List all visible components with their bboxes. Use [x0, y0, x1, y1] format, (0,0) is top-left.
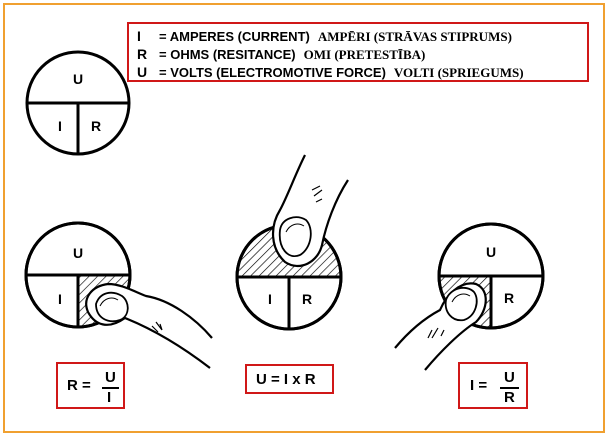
legend-latvian: AMPĒRI (STRĀVAS STIPRUMS): [317, 29, 512, 44]
formula-lhs: R =: [67, 377, 91, 394]
fraction-bar: [102, 387, 119, 389]
legend-box: I = AMPERES (CURRENT) AMPĒRI (STRĀVAS STIP…: [127, 22, 589, 82]
circle-label-u: U: [73, 245, 83, 261]
formula-denominator: I: [107, 389, 112, 406]
circle-label-i: I: [268, 291, 272, 307]
legend-symbol: I: [137, 28, 141, 44]
circle-label-i: I: [58, 118, 62, 134]
finger-icon: [394, 282, 487, 371]
finger-icon: [85, 282, 213, 369]
legend-latvian: VOLTI (SPRIEGUMS): [393, 65, 524, 80]
legend-row-voltage: U = VOLTS (ELECTROMOTIVE FORCE) VOLTI (SPR…: [137, 63, 524, 81]
formula-numerator: U: [504, 369, 515, 386]
circle-label-u: U: [486, 244, 496, 260]
fraction-bar: [500, 387, 519, 389]
formula-lhs: I =: [470, 377, 488, 394]
legend-row-current: I = AMPERES (CURRENT) AMPĒRI (STRĀVAS STIP…: [137, 27, 512, 45]
finger-icon: [272, 154, 349, 268]
circle-label-r: R: [504, 290, 514, 306]
ohm-circle-plain: U I R: [25, 50, 131, 156]
formula-denominator: R: [504, 389, 515, 406]
legend-row-resistance: R = OHMS (RESITANCE) OMI (PRETESTĪBA): [137, 45, 425, 63]
formula-numerator: U: [105, 369, 116, 386]
formula-text: U = I x R: [256, 371, 316, 388]
legend-english: = AMPERES (CURRENT): [159, 29, 310, 44]
circle-label-i: I: [58, 291, 62, 307]
legend-symbol: U: [137, 64, 148, 80]
formula-current: I = U R: [458, 362, 528, 409]
legend-latvian: OMI (PRETESTĪBA): [303, 47, 426, 62]
circle-label-r: R: [91, 118, 101, 134]
legend-english: = VOLTS (ELECTROMOTIVE FORCE): [159, 65, 386, 80]
circle-label-r: R: [302, 291, 312, 307]
legend-symbol: R: [137, 46, 148, 62]
formula-resistance: R = U I: [56, 362, 125, 409]
circle-label-u: U: [73, 71, 83, 87]
legend-english: = OHMS (RESITANCE): [159, 47, 296, 62]
formula-voltage: U = I x R: [245, 364, 334, 394]
